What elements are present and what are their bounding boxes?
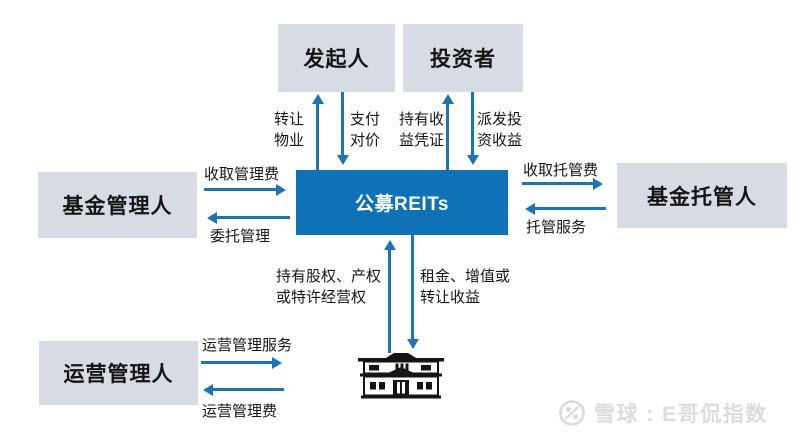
node-sponsor-label: 发起人 [303, 48, 370, 71]
arrow-right-manager-to-reits [204, 183, 286, 196]
node-fund-manager: 基金管理人 [38, 172, 197, 238]
flow-label-pay-consideration: 支付 对价 [350, 111, 381, 149]
arrow-down-investor-to-reits [466, 92, 479, 165]
node-sponsor: 发起人 [278, 24, 395, 92]
arrow-left-operator-fee [203, 383, 284, 396]
arrow-up-reits-to-sponsor [311, 94, 324, 170]
node-fund-custodian-label: 基金托管人 [647, 185, 757, 209]
flow-label-collect-custody-fee: 收取托管费 [523, 162, 599, 179]
watermark-text: 雪球 : E哥侃指数 [594, 403, 768, 426]
node-investor: 投资者 [403, 24, 523, 92]
flow-label-hold-equity: 持有股权、产权 或特许经营权 [276, 268, 382, 306]
node-operations-manager: 运营管理人 [39, 341, 198, 405]
arrow-up-property-to-reits [383, 240, 396, 353]
flow-label-custody-service: 托管服务 [526, 219, 587, 236]
flow-label-entrust-mgmt: 委托管理 [210, 228, 271, 245]
node-public-reits-label: 公募REITs [355, 194, 449, 215]
arrow-down-sponsor-to-reits [336, 92, 349, 165]
arrow-right-operator-service [201, 356, 282, 369]
watermark: 雪球 : E哥侃指数 [558, 398, 768, 428]
flow-label-collect-mgmt-fee: 收取管理费 [204, 166, 280, 183]
flow-label-ops-fee: 运营管理费 [202, 403, 278, 420]
arrow-up-reits-to-investor [441, 94, 454, 170]
flow-label-distribute-returns: 派发投 资收益 [477, 111, 523, 149]
node-fund-custodian: 基金托管人 [617, 163, 787, 228]
flow-label-transfer-property: 转让 物业 [274, 111, 305, 149]
flow-label-rent-income: 租金、增值或 转让收益 [420, 268, 511, 306]
arrow-left-reits-to-manager [207, 211, 290, 224]
arrow-down-reits-to-property [406, 235, 419, 349]
xueqiu-logo-icon [559, 400, 585, 426]
arrow-right-reits-to-custodian [522, 177, 603, 190]
node-operations-manager-label: 运营管理人 [63, 363, 174, 386]
node-investor-label: 投资者 [430, 48, 496, 71]
flow-label-hold-certificates: 持有收 益凭证 [399, 111, 445, 149]
flow-label-ops-service: 运营管理服务 [202, 337, 293, 354]
node-fund-manager-label: 基金管理人 [62, 195, 173, 218]
arrow-left-custodian-to-reits [525, 202, 606, 215]
building-icon [358, 353, 444, 399]
node-public-reits: 公募REITs [296, 170, 508, 235]
